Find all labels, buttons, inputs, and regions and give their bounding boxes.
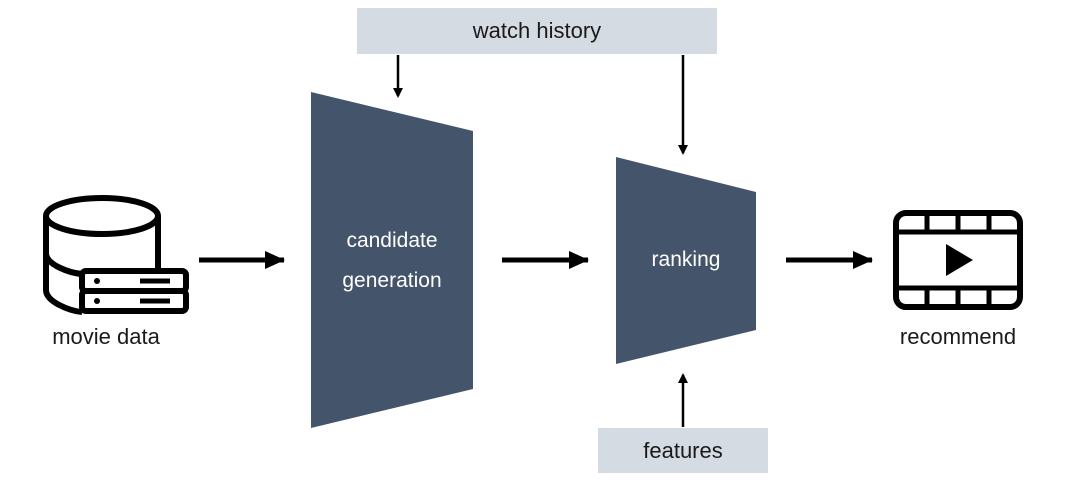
recommend-caption: recommend <box>888 324 1028 350</box>
ranking-stage <box>616 157 756 364</box>
movie-data-caption: movie data <box>36 324 176 350</box>
candidate-generation-label-line1: candidate <box>346 229 438 252</box>
ranking-label: ranking <box>616 240 756 280</box>
watch-history-box: watch history <box>357 8 717 54</box>
movie-data-caption-text: movie data <box>52 324 160 349</box>
film-play-icon <box>893 210 1023 310</box>
watch-history-label: watch history <box>472 18 602 43</box>
database-server-icon <box>43 195 189 315</box>
candidate-generation-stage <box>311 92 473 428</box>
features-label: features <box>643 437 723 463</box>
recommend-caption-text: recommend <box>899 324 1017 349</box>
candidate-generation-label: candidate generation <box>311 221 473 301</box>
ranking-label-text: ranking <box>651 248 721 271</box>
candidate-generation-label-line2: generation <box>342 268 442 292</box>
features-box: features <box>598 428 768 473</box>
